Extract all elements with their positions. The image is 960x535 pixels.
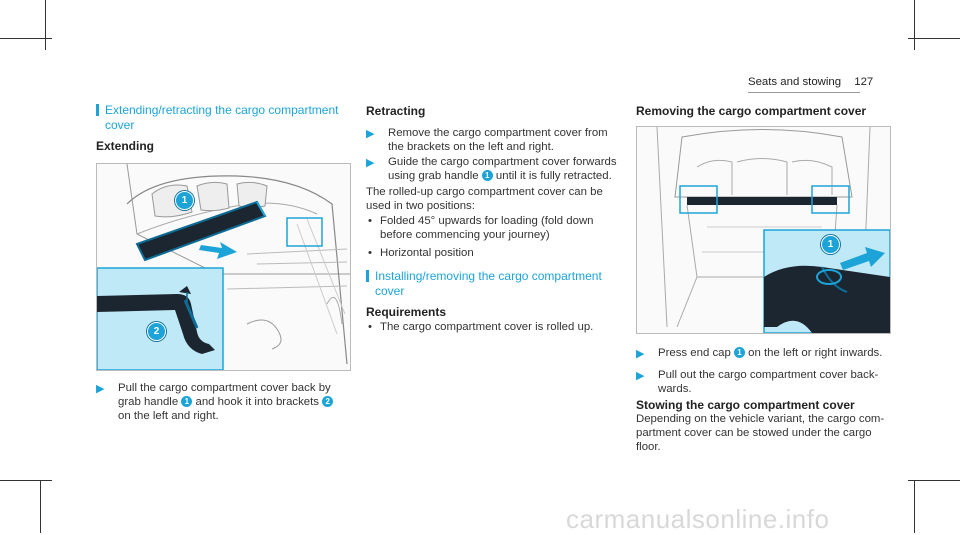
step-remove-from-brackets: ▶ Remove the cargo compartment cover fro… [366,126,608,154]
bullet-icon: • [368,247,372,259]
step-text: using grab handle 1 until it is fully re… [388,169,617,183]
step-pull-out-cover: ▶ Pull out the cargo compartment cover b… [636,368,878,396]
crop-mark [914,480,915,533]
section-name: Seats and stowing [748,76,842,88]
page-number: 127 [854,76,874,88]
bullet-icon: • [368,321,372,333]
paragraph-stowing: Depending on the vehicle variant, the ca… [636,412,884,454]
section-title-installing-removing: Installing/removing the cargo compartmen… [366,269,602,299]
crop-mark [40,480,41,533]
figure-illustration [97,164,350,370]
subhead-retracting: Retracting [366,104,426,118]
running-header: Seats and stowing 127 [748,76,873,88]
bullet-rolled-up: • The cargo compartment cover is rolled … [366,320,593,334]
bullet-text: The cargo compartment cover is rolled up… [380,321,594,333]
crop-mark [0,38,52,39]
step-arrow-icon: ▶ [636,348,645,360]
bullet-folded: • Folded 45° upwards for loading (fold d… [366,214,594,242]
step-text: Guide the cargo compartment cover forwar… [388,156,617,168]
crop-mark [908,38,960,39]
step-text-part: until it is fully retracted. [495,170,612,182]
subhead-removing: Removing the cargo compartment cover [636,104,867,118]
section-title-line: Extending/retracting the cargo compartme… [105,103,339,117]
bullet-text: Horizontal position [380,247,474,259]
step-text: wards. [658,383,692,395]
step-text: Remove the cargo compartment cover from [388,127,608,139]
subhead-stowing: Stowing the cargo compartment cover [636,398,855,412]
bullet-text: before commencing your journey) [380,229,550,241]
header-rule [748,92,860,93]
step-text: the brackets on the left and right. [388,141,554,153]
step-guide-forwards: ▶ Guide the cargo compartment cover forw… [366,155,617,183]
figure-removing-cover: 1 [636,126,891,334]
callout-2: 2 [147,322,166,341]
crop-mark [0,480,52,481]
inline-callout-1: 1 [734,347,745,358]
paragraph-line: partment cover can be stowed under the c… [636,427,872,439]
step-arrow-icon: ▶ [366,128,375,140]
inline-callout-1: 1 [481,170,493,181]
callout-1: 1 [821,235,840,254]
step-text-part: on the left or right inwards. [748,347,883,359]
crop-mark [908,480,960,481]
subhead-extending: Extending [96,139,155,153]
step-arrow-icon: ▶ [366,157,375,169]
callout-1: 1 [175,191,194,210]
section-title-line: cover [105,118,135,132]
bullet-horizontal: • Horizontal position [366,246,474,260]
inline-callout-2: 2 [322,396,334,407]
figure-extending-cover: 1 2 [96,163,351,371]
paragraph-positions: The rolled-up cargo compartment cover ca… [366,185,603,213]
section-title-line: cover [375,284,405,298]
step-text-part: grab handle [118,396,179,408]
step-press-end-cap: ▶ Press end cap 1 on the left or right i… [636,346,882,360]
paragraph-line: The rolled-up cargo compartment cover ca… [366,186,603,198]
section-title-extending-retracting: Extending/retracting the cargo compartme… [96,103,338,133]
step-text-part: using grab handle [388,170,479,182]
step-arrow-icon: ▶ [636,370,645,382]
subhead-requirements: Requirements [366,305,447,319]
step-pull-cover-back: ▶ Pull the cargo compartment cover back … [96,381,334,423]
step-arrow-icon: ▶ [96,383,105,395]
bullet-text: Folded 45° upwards for loading (fold dow… [380,215,594,227]
bullet-icon: • [368,215,372,227]
step-text-part: Press end cap [658,347,731,359]
section-title-line: Installing/removing the cargo compartmen… [375,269,602,283]
step-text: on the left and right. [118,410,219,422]
step-text: Pull out the cargo compartment cover bac… [658,369,879,381]
step-text: grab handle 1 and hook it into brackets … [118,395,334,409]
inline-callout-1: 1 [181,396,193,407]
crop-mark [45,0,46,50]
figure-illustration [637,127,890,333]
paragraph-line: Depending on the vehicle variant, the ca… [636,413,885,425]
paragraph-line: floor. [636,441,661,453]
step-text-part: and hook it into brackets [195,396,319,408]
watermark: carmanualsonline.info [566,504,830,534]
paragraph-line: used in two positions: [366,200,475,212]
step-text: Pull the cargo compartment cover back by [118,382,331,394]
crop-mark [914,0,915,50]
